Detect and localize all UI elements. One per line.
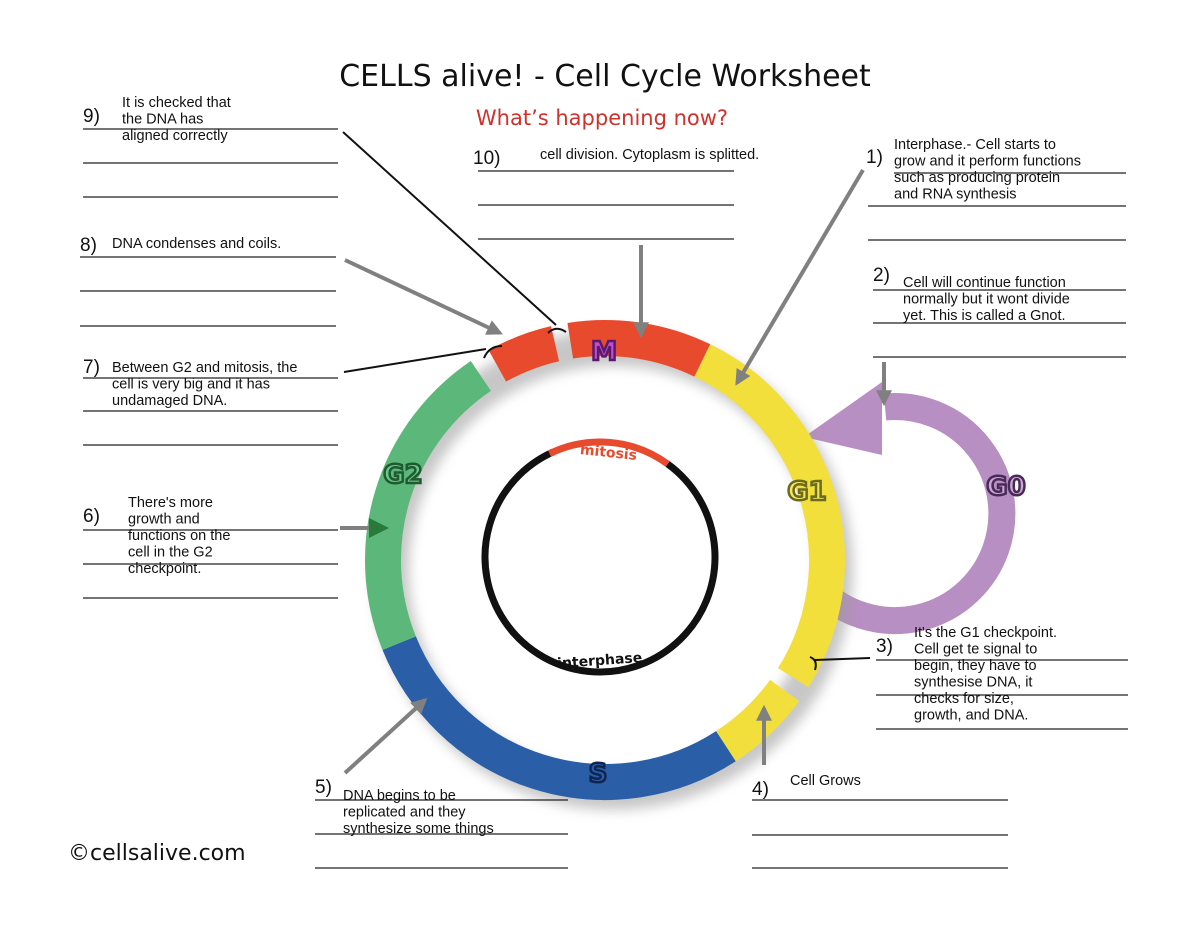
answer-text: growth and	[128, 512, 200, 528]
pointer-lines	[342, 131, 871, 661]
page-title: CELLS alive! - Cell Cycle Worksheet	[339, 59, 871, 94]
question-number: 6)	[83, 506, 100, 527]
answer-text: There's more	[128, 495, 213, 511]
answer-text: cell in the G2	[128, 545, 213, 561]
answer-text: cell division. Cytoplasm is splitted.	[540, 147, 759, 163]
question-4: 4) Cell Grows	[752, 773, 1008, 869]
answer-text: DNA condenses and coils.	[112, 236, 281, 252]
answer-text: It is checked that	[122, 95, 231, 111]
answer-text: undamaged DNA.	[112, 393, 227, 409]
inner-ring	[481, 438, 719, 676]
answer-text: Cell will continue function	[903, 275, 1066, 291]
inner-label-mitosis: mitosis	[579, 442, 638, 464]
inner-label-interphase: interphase	[557, 650, 643, 672]
answer-text: synthesize some things	[343, 821, 494, 837]
question-number: 8)	[80, 235, 97, 256]
inner-ring-mitosis	[548, 438, 670, 467]
answer-text: Cell Grows	[790, 773, 861, 789]
phase-label-g2: G2	[383, 460, 422, 490]
ring-segment-s	[382, 636, 736, 800]
phase-label-m: M	[591, 337, 617, 367]
gray-arrows	[343, 168, 892, 775]
checkpoint-marks	[483, 327, 817, 671]
answer-text: checkpoint.	[128, 561, 201, 577]
question-number: 4)	[752, 779, 769, 800]
g0-arrowhead	[804, 382, 882, 455]
answer-text: begin, they have to	[914, 658, 1037, 674]
answer-text: and RNA synthesis	[894, 187, 1017, 203]
answer-text: Between G2 and mitosis, the	[112, 360, 297, 376]
answer-text: Interphase.- Cell starts to	[894, 137, 1056, 153]
answer-text: such as producing protein	[894, 170, 1060, 186]
ring-segment-m	[567, 320, 711, 377]
answer-text: synthesise DNA, it	[914, 675, 1032, 691]
question-number: 9)	[83, 106, 100, 127]
answer-text: DNA begins to be	[343, 788, 456, 804]
g0-loop	[804, 382, 1016, 635]
answer-text: cell is very big and it has	[112, 377, 270, 393]
answer-text: functions on the	[128, 528, 230, 544]
answer-text: the DNA has	[122, 112, 203, 128]
phase-label-g0: G0	[986, 472, 1025, 502]
answer-text: Cell get te signal to	[914, 642, 1037, 658]
question-number: 5)	[315, 777, 332, 798]
answer-text: yet. This is called a Gnot.	[903, 308, 1066, 324]
ring-segment-g2	[365, 361, 492, 650]
answer-text: aligned correctly	[122, 128, 228, 144]
question-number: 1)	[866, 147, 883, 168]
cell-cycle-ring	[365, 320, 845, 800]
inner-ring-interphase	[481, 448, 719, 676]
copyright: ©cellsalive.com	[68, 841, 246, 866]
question-number: 10)	[473, 148, 500, 169]
answer-text: grow and it perform functions	[894, 154, 1081, 170]
phase-label-s: S	[589, 759, 608, 789]
phase-label-g1: G1	[787, 477, 826, 507]
question-10: 10) cell division. Cytoplasm is splitted.	[473, 147, 759, 240]
ring-segment-g1-late	[715, 679, 800, 762]
question-number: 7)	[83, 357, 100, 378]
ring-segment-g1	[694, 344, 845, 688]
answer-text: checks for size,	[914, 691, 1014, 707]
answer-text: normally but it wont divide	[903, 292, 1070, 308]
question-3: 3) It's the G1 checkpoint.Cell get te sig…	[876, 625, 1128, 730]
question-number: 3)	[876, 636, 893, 657]
answer-text: growth, and DNA.	[914, 708, 1028, 724]
answer-text: replicated and they	[343, 805, 466, 821]
answer-text: It's the G1 checkpoint.	[914, 625, 1057, 641]
question-8: 8) DNA condenses and coils.	[80, 235, 336, 327]
ring-segment-m-early	[488, 326, 560, 382]
question-number: 2)	[873, 265, 890, 286]
page-subtitle: What’s happening now?	[476, 106, 728, 130]
